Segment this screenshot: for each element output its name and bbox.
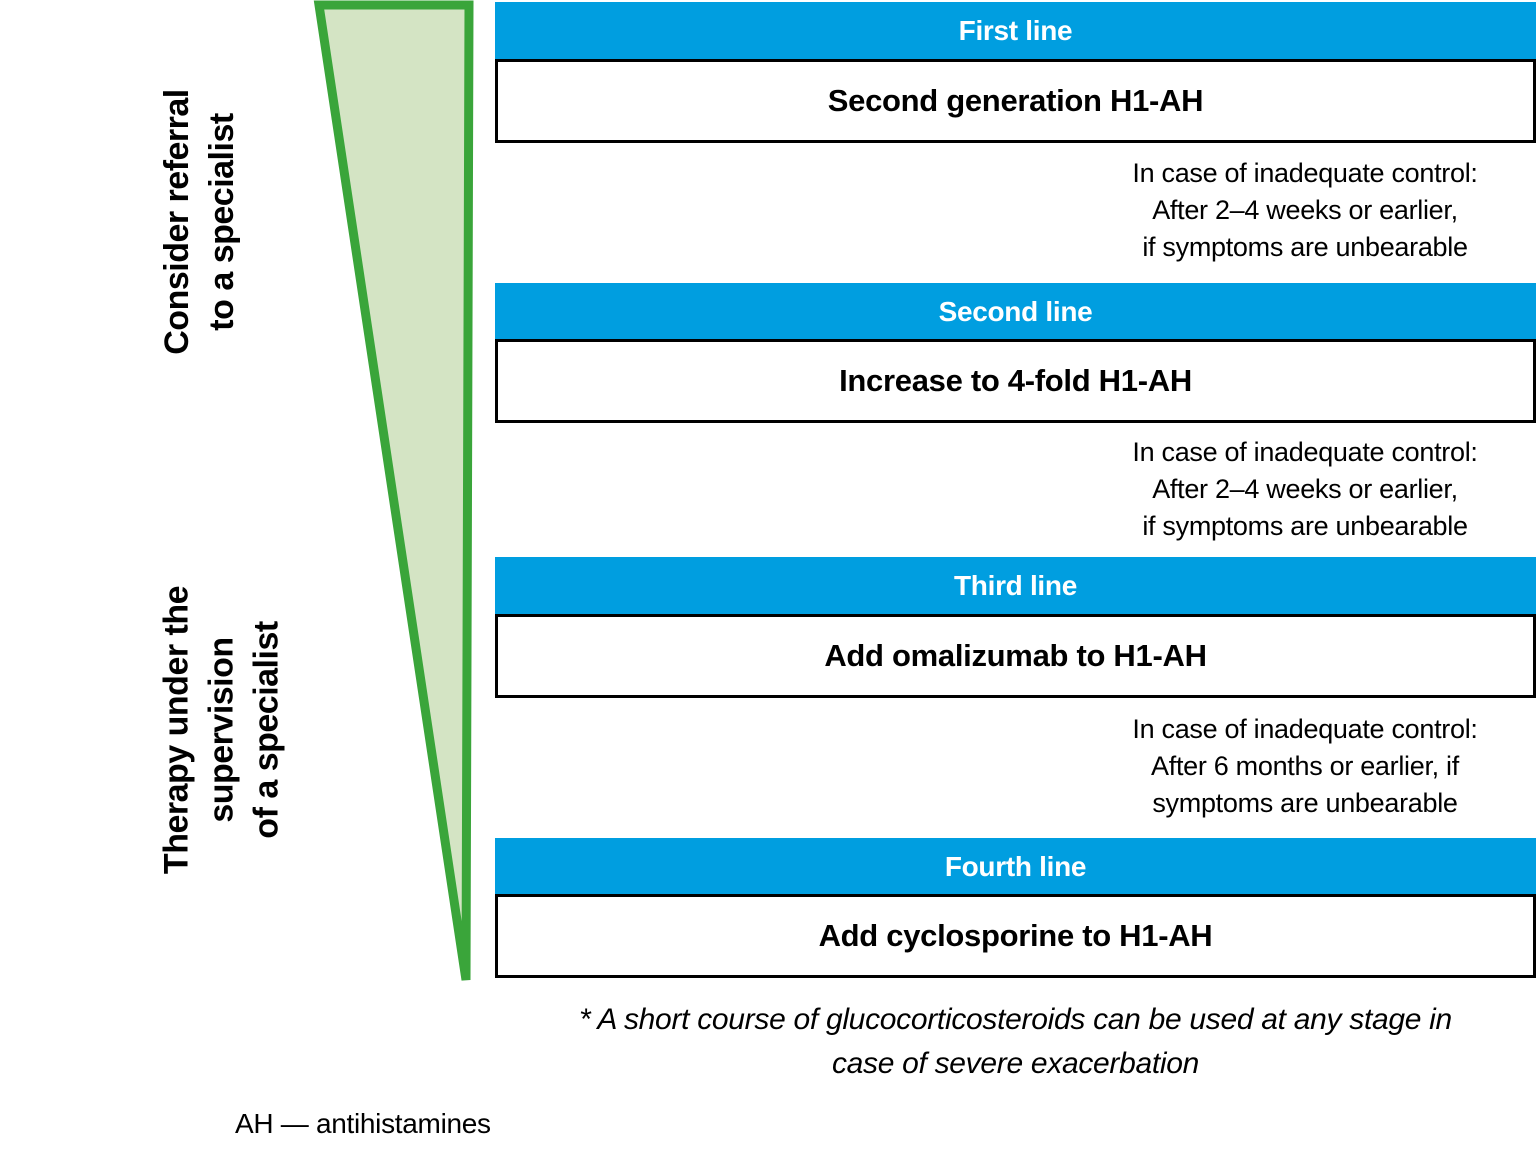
first-line-treatment-box: Second generation H1-AH	[495, 59, 1536, 143]
third-line-header: Third line	[495, 557, 1536, 614]
second-line-header: Second line	[495, 283, 1536, 340]
severity-funnel-triangle-icon	[313, 0, 474, 981]
escalation-note-1: In case of inadequate control: After 2–4…	[1132, 158, 1478, 262]
fourth-line-treatment-box: Add cyclosporine to H1-AH	[495, 894, 1536, 978]
side-label-specialist-supervision: Therapy under the supervision of a speci…	[157, 585, 286, 875]
glucocorticosteroids-footnote: * A short course of glucocorticosteroids…	[579, 1003, 1452, 1080]
fourth-line-header: Fourth line	[495, 838, 1536, 895]
second-line-treatment-box: Increase to 4-fold H1-AH	[495, 339, 1536, 423]
first-line-header: First line	[495, 2, 1536, 59]
funnel-polygon	[313, 0, 474, 981]
abbreviation-note: AH — antihistamines	[235, 1108, 491, 1139]
escalation-note-2: In case of inadequate control: After 2–4…	[1132, 437, 1478, 541]
third-line-treatment-box: Add omalizumab to H1-AH	[495, 614, 1536, 698]
escalation-note-3: In case of inadequate control: After 6 m…	[1132, 714, 1478, 818]
